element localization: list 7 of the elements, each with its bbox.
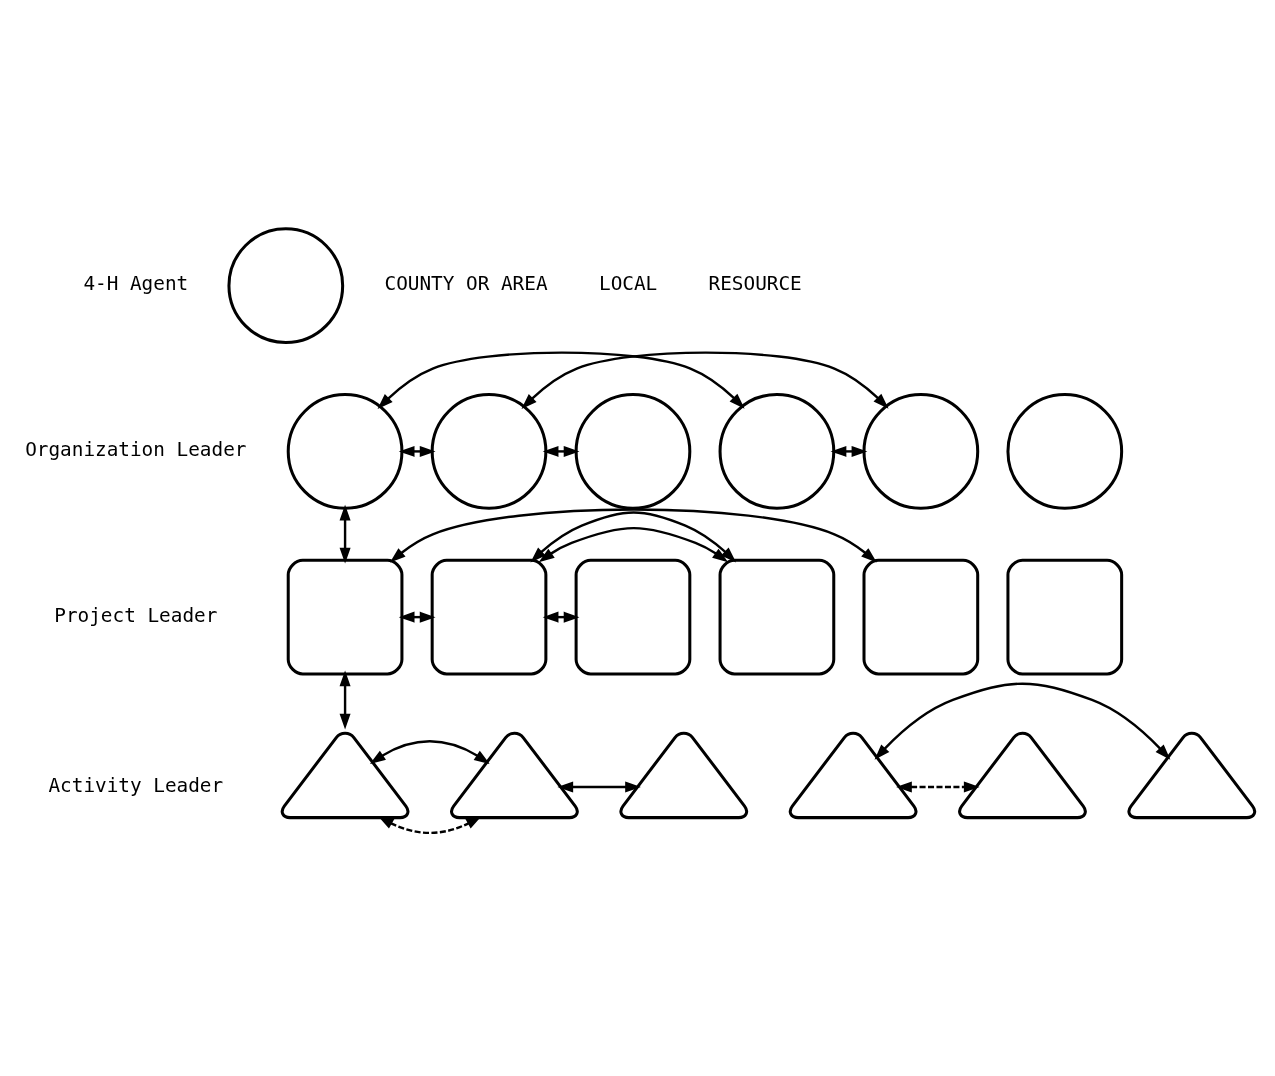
label: LOCAL (599, 271, 658, 295)
label: Project Leader (54, 603, 218, 627)
node-label: 4-H Agent (83, 271, 189, 295)
label: Activity Leader (48, 773, 224, 797)
label: Organization Leader (25, 437, 247, 461)
label: RESOURCE (708, 271, 802, 295)
label: COUNTY OR AREA (384, 271, 548, 295)
